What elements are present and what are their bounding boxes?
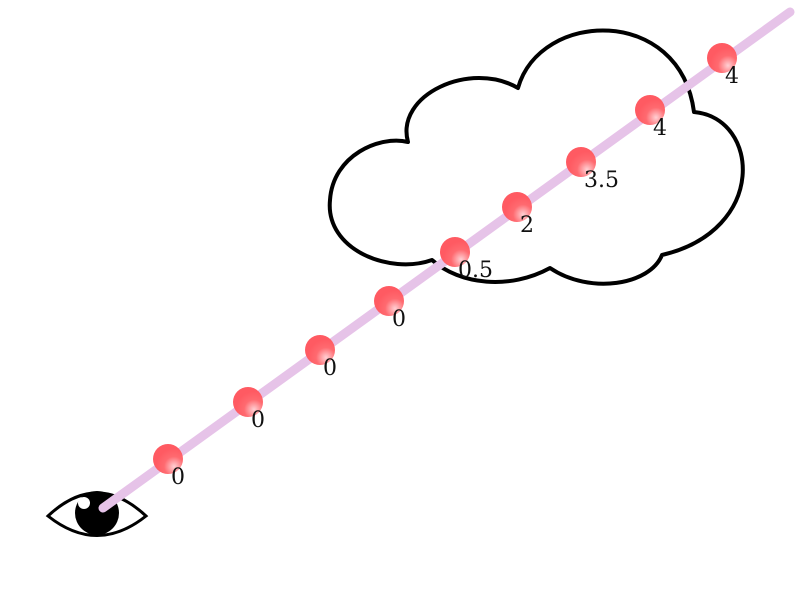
sample-point <box>440 237 470 267</box>
sample-points: 0 0 0 0 0.5 2 3.5 4 4 <box>153 43 739 490</box>
sample-point <box>707 43 737 73</box>
sample-point <box>374 286 404 316</box>
cloud-outline <box>327 28 745 286</box>
sample-point <box>502 192 532 222</box>
sample-point <box>153 444 183 474</box>
sample-point <box>305 335 335 365</box>
sample-value-label: 0.5 <box>458 258 493 283</box>
sample-point <box>566 147 596 177</box>
sample-value-label: 0 <box>392 307 406 332</box>
sample-point <box>635 95 665 125</box>
sample-value-label: 4 <box>653 116 667 141</box>
sample-value-label: 2 <box>520 213 534 238</box>
sample-value-label: 3.5 <box>584 168 619 193</box>
sample-value-label: 4 <box>725 64 739 89</box>
sample-value-label: 0 <box>171 465 185 490</box>
sample-value-label: 0 <box>323 356 337 381</box>
sample-point <box>233 387 263 417</box>
sample-value-label: 0 <box>251 408 265 433</box>
eye-icon <box>45 491 149 537</box>
